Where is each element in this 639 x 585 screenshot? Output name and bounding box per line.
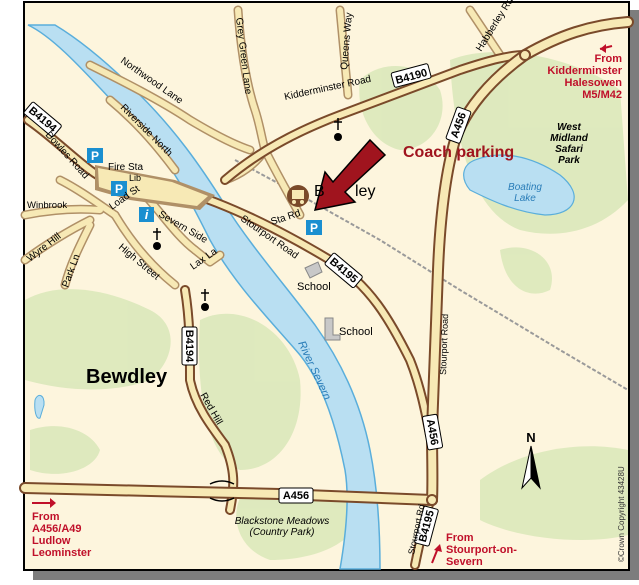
road-shield-b4195-south: B4195 [414, 505, 439, 547]
svg-text:Safari: Safari [555, 144, 583, 155]
svg-text:A456/A49: A456/A49 [32, 523, 82, 535]
label-station-b: B [314, 183, 325, 200]
svg-text:P: P [91, 149, 99, 163]
copyright-notice: ©Crown Copyright 43428U [617, 466, 626, 562]
parking-icon: P [111, 181, 127, 196]
direction-label-ne: From Kidderminster Halesowen M5/M42 [547, 53, 622, 101]
svg-text:M5/M42: M5/M42 [582, 89, 622, 101]
school-building-1 [304, 261, 323, 279]
label-winbrook: Winbrook [27, 200, 67, 211]
railway-station-icon [287, 185, 309, 207]
svg-text:Park: Park [558, 155, 580, 166]
b-roads [23, 50, 530, 570]
label-safari-park: West Midland Safari Park [550, 122, 589, 166]
label-blackstone-meadows: Blackstone Meadows (Country Park) [235, 516, 330, 538]
label-station-ley: ley [355, 183, 375, 200]
north-label: N [526, 430, 535, 445]
direction-label-se: From Stourport-on- Severn [446, 532, 517, 568]
parking-icon: P [87, 148, 103, 163]
svg-text:Severn: Severn [446, 556, 483, 568]
svg-text:A456: A456 [424, 418, 440, 446]
label-school-2: School [339, 326, 373, 338]
direction-arrow-ne [599, 44, 613, 53]
direction-arrow-se [431, 544, 442, 564]
coach-parking-arrow [313, 138, 387, 211]
svg-text:From: From [595, 53, 623, 65]
town-centre [95, 165, 215, 210]
svg-text:Leominster: Leominster [32, 547, 92, 559]
road-shield-a456-south: A456 [278, 487, 314, 504]
label-lib: Lib [129, 173, 141, 183]
svg-text:From: From [446, 532, 474, 544]
svg-text:Halesowen: Halesowen [565, 77, 623, 89]
svg-text:Lake: Lake [514, 193, 536, 204]
direction-arrow-sw [32, 498, 56, 508]
roundabout-se [426, 494, 438, 506]
svg-text:P: P [115, 182, 123, 196]
svg-text:i: i [145, 207, 149, 222]
bridge-icon [209, 480, 235, 502]
svg-text:West: West [557, 122, 581, 133]
svg-text:Kidderminster: Kidderminster [547, 65, 622, 77]
label-boating-lake: Boating Lake [508, 182, 542, 204]
coach-parking-label: Coach parking [403, 144, 514, 161]
roundabout-ne [519, 49, 531, 61]
label-fire-sta: Fire Sta [108, 162, 143, 173]
svg-text:A456: A456 [283, 490, 309, 502]
school-building-2 [324, 317, 341, 341]
label-queens-way: Queens Way [339, 12, 355, 70]
svg-text:P: P [310, 221, 318, 235]
parking-icon: P [306, 220, 322, 235]
north-arrow-icon: N [521, 430, 541, 490]
boating-lake [463, 154, 575, 216]
svg-text:(Country Park): (Country Park) [249, 527, 314, 538]
svg-text:B4194: B4194 [183, 330, 195, 363]
road-shield-a456-mid: A456 [421, 413, 444, 451]
pond [34, 394, 45, 419]
church-icon [153, 228, 161, 250]
svg-text:Ludlow: Ludlow [32, 535, 71, 547]
label-school-1: School [297, 281, 331, 293]
svg-text:Midland: Midland [550, 133, 589, 144]
road-shield-a456-bypass: A456 [445, 106, 472, 144]
church-icon [201, 289, 209, 311]
label-bewdley: Bewdley [86, 366, 168, 388]
svg-text:Blackstone Meadows: Blackstone Meadows [235, 516, 330, 527]
church-icon [334, 118, 342, 141]
svg-text:From: From [32, 511, 60, 523]
info-icon: i [139, 207, 154, 222]
label-stourport-road-a456: Stourport Road [438, 314, 450, 375]
direction-label-sw: From A456/A49 Ludlow Leominster [32, 511, 92, 559]
svg-text:Boating: Boating [508, 182, 542, 193]
svg-text:Stourport-on-: Stourport-on- [446, 544, 517, 556]
road-shield-b4194-south: B4194 [181, 326, 198, 366]
